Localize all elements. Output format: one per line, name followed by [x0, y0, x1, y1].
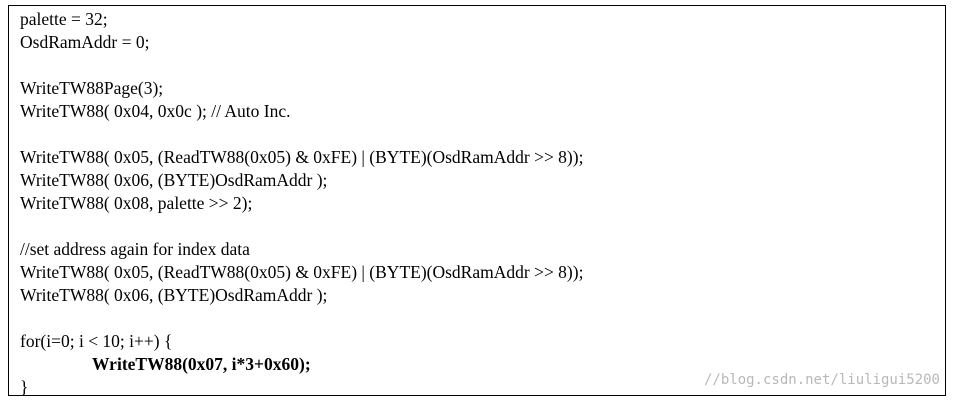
code-line-1: palette = 32;	[20, 9, 108, 29]
code-line-8: WriteTW88( 0x06, (BYTE)OsdRamAddr );	[20, 170, 328, 190]
code-line-15: for(i=0; i < 10; i++) {	[20, 331, 173, 351]
code-line-4: WriteTW88Page(3);	[20, 78, 164, 98]
code-line-5: WriteTW88( 0x04, 0x0c ); // Auto Inc.	[20, 101, 291, 121]
code-line-10	[20, 215, 583, 238]
code-line-6	[20, 123, 583, 146]
code-line-16: WriteTW88(0x07, i*3+0x60);	[92, 354, 311, 374]
code-line-14	[20, 307, 583, 330]
code-line-17: }	[20, 377, 29, 396]
code-line-9: WriteTW88( 0x08, palette >> 2);	[20, 193, 253, 213]
code-line-11: //set address again for index data	[20, 239, 250, 259]
code-body: palette = 32; OsdRamAddr = 0; WriteTW88P…	[20, 8, 584, 396]
watermark-text: //blog.csdn.net/liuligui5200	[703, 372, 940, 388]
code-frame: palette = 32; OsdRamAddr = 0; WriteTW88P…	[8, 5, 946, 396]
code-line-3	[20, 54, 583, 77]
code-line-2: OsdRamAddr = 0;	[20, 32, 150, 52]
code-line-7: WriteTW88( 0x05, (ReadTW88(0x05) & 0xFE)…	[20, 147, 584, 167]
code-line-12: WriteTW88( 0x05, (ReadTW88(0x05) & 0xFE)…	[20, 262, 584, 282]
code-line-13: WriteTW88( 0x06, (BYTE)OsdRamAddr );	[20, 285, 328, 305]
